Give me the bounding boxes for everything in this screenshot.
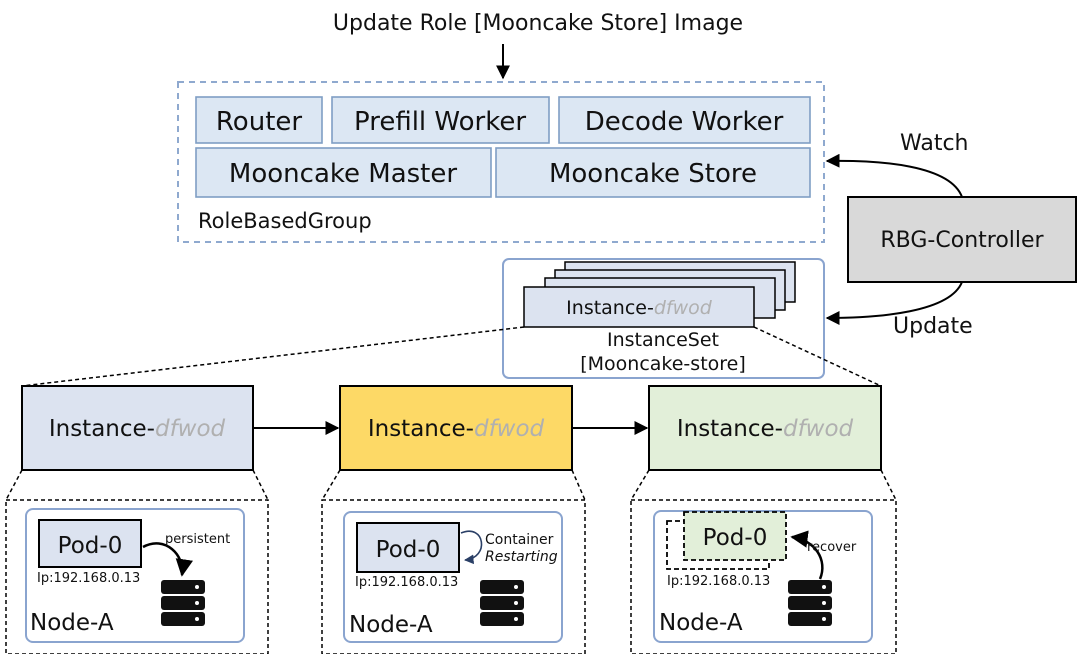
role-based-group-frame xyxy=(177,81,825,243)
role-mooncake-master-label: Mooncake Master xyxy=(229,159,457,189)
role-router xyxy=(195,96,323,144)
stage-1-pod-label: Pod-0 xyxy=(58,533,123,559)
stage-2-note-line2: Restarting xyxy=(485,549,558,565)
instance-set-label-1: InstanceSet xyxy=(607,329,719,351)
zoom-line-right xyxy=(753,326,882,387)
instance-set-label-2: [Mooncake-store] xyxy=(580,353,746,375)
stage-1-connector-left xyxy=(5,469,23,501)
stage-3-recover-arrow xyxy=(790,530,824,580)
stage-2-note-line1: Container xyxy=(485,532,554,548)
rbg-controller-label: RBG-Controller xyxy=(880,228,1044,253)
stage-3-instance-label: Instance-dfwod xyxy=(677,416,854,442)
stage-2-pod-label: Pod-0 xyxy=(376,537,441,563)
update-controller-arrow xyxy=(825,281,963,325)
role-prefill-worker xyxy=(331,96,550,144)
stage-3-connector-left xyxy=(630,469,650,501)
stage-1-instance-label: Instance-dfwod xyxy=(49,416,226,442)
stage-1-detail-frame xyxy=(5,499,269,654)
instance-set-front-label: Instance-dfwod xyxy=(566,297,713,319)
stage-1-persistent-arrow xyxy=(142,542,193,577)
stage-2-restart-icon xyxy=(460,530,483,565)
rbg-controller xyxy=(847,196,1077,283)
role-prefill-worker-label: Prefill Worker xyxy=(354,107,526,137)
watch-arrow xyxy=(825,153,963,198)
stage-3-recovered-pod xyxy=(683,511,787,561)
watch-label: Watch xyxy=(900,131,969,156)
update-title: Update Role [Mooncake Store] Image xyxy=(333,11,743,36)
stage-1-instance xyxy=(21,385,254,471)
stage-3-instance xyxy=(648,385,882,471)
role-mooncake-master xyxy=(195,147,492,198)
stage-1-note: persistent xyxy=(165,532,230,547)
role-mooncake-store-label: Mooncake Store xyxy=(549,159,757,189)
stage-2-connector-left xyxy=(321,469,341,501)
role-decode-worker-label: Decode Worker xyxy=(585,107,784,137)
role-router-label: Router xyxy=(216,107,302,137)
stage-2-instance-label: Instance-dfwod xyxy=(368,416,545,442)
stage-3-note: recover xyxy=(807,540,857,555)
stage-2-connector-right xyxy=(571,469,586,501)
stage-2-pod xyxy=(356,522,460,573)
stage-2-detail-frame xyxy=(321,499,586,654)
stage-3-database-icon xyxy=(788,580,832,626)
stage-1-pod-ip: Ip:192.168.0.13 xyxy=(37,571,140,586)
stage-1-connector-right xyxy=(252,469,269,501)
stage-3-pod-label: Pod-0 xyxy=(703,525,768,551)
stage-1-pod xyxy=(38,519,142,568)
role-decode-worker xyxy=(558,96,811,144)
role-based-group-label: RoleBasedGroup xyxy=(198,209,372,233)
stage-2-node-label: Node-A xyxy=(349,612,433,638)
stage-1-node-label: Node-A xyxy=(30,610,114,636)
stage-3-node-label: Node-A xyxy=(659,610,743,636)
stage-3-connector-right xyxy=(880,469,897,501)
instance-set-front-instance xyxy=(523,286,755,328)
stage-3-pod-ip: Ip:192.168.0.13 xyxy=(667,574,770,589)
stage-2-database-icon xyxy=(480,580,524,626)
stage-1-database-icon xyxy=(161,580,205,626)
stage-2-pod-ip: Ip:192.168.0.13 xyxy=(355,575,458,590)
zoom-line-left xyxy=(21,326,525,387)
stage-2-instance xyxy=(339,385,573,471)
update-label: Update xyxy=(893,314,973,339)
role-mooncake-store xyxy=(495,147,811,198)
